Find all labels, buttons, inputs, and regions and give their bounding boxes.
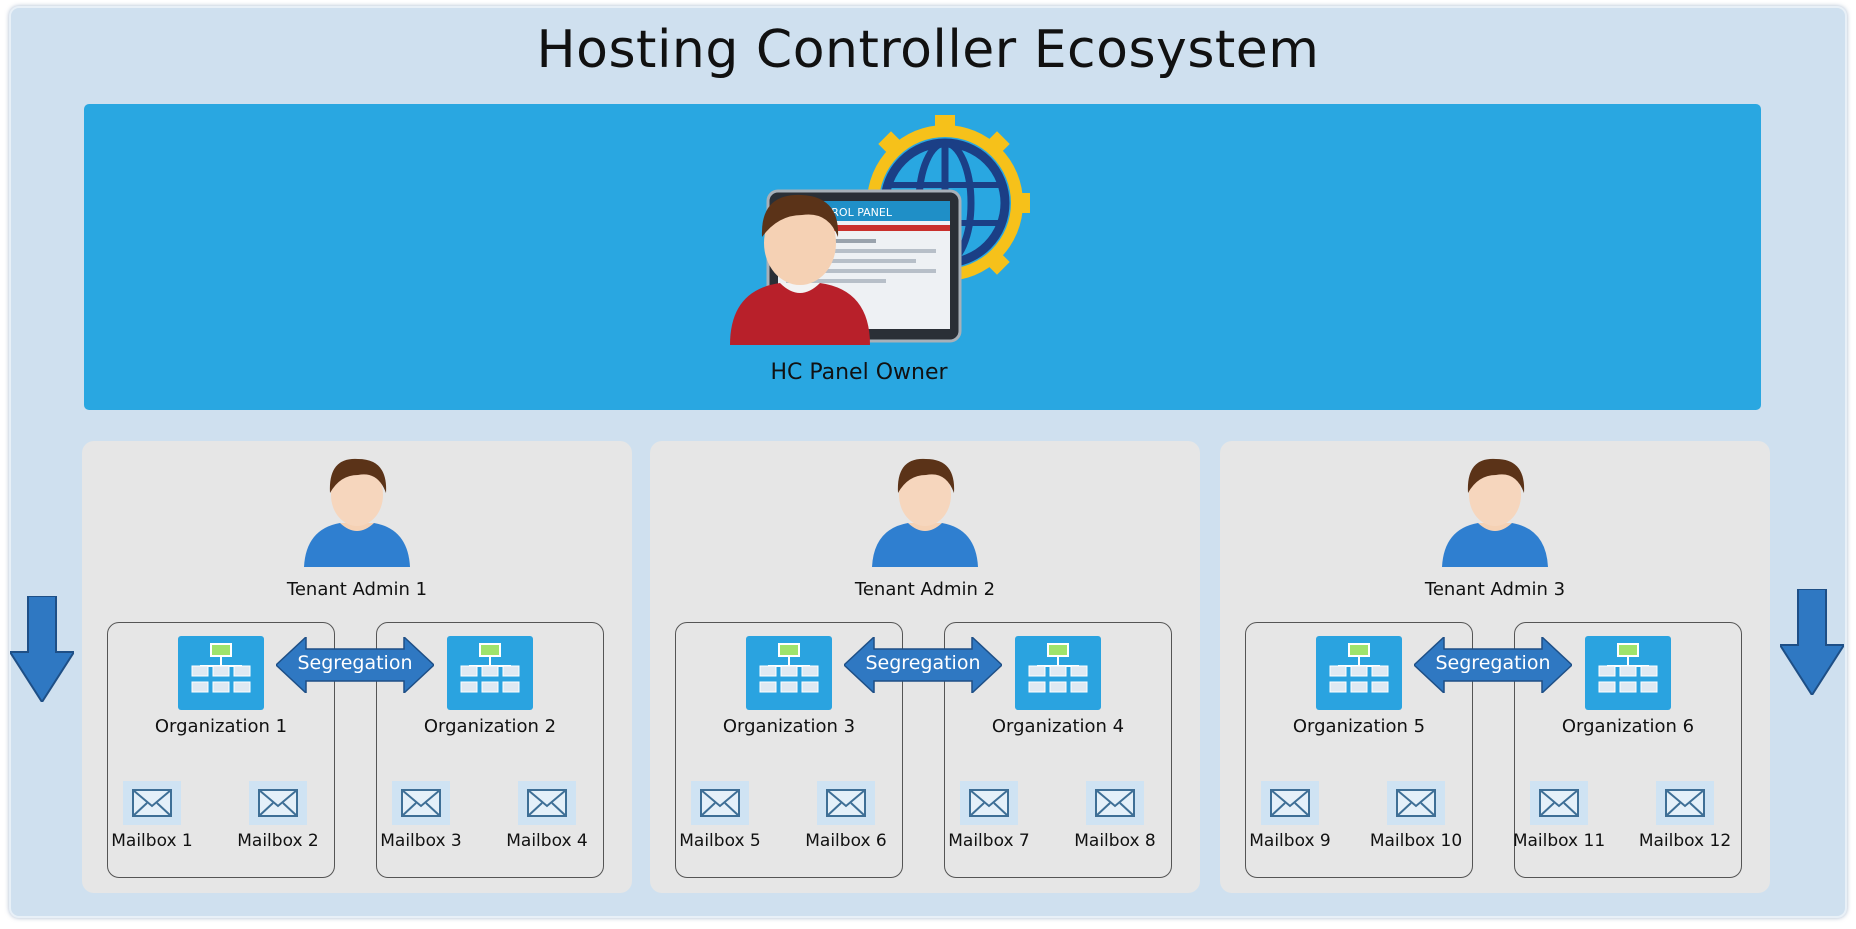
envelope-icon <box>1387 781 1445 825</box>
org-chart-icon <box>1015 636 1101 710</box>
person-icon <box>868 449 982 567</box>
envelope-icon <box>518 781 576 825</box>
tenant-admin-label: Tenant Admin 1 <box>286 579 428 600</box>
mailbox-label: Mailbox 11 <box>1512 831 1606 851</box>
org-chart-icon <box>447 636 533 710</box>
organization-box <box>376 622 604 878</box>
org-chart-icon <box>1585 636 1671 710</box>
segregation-label: Segregation <box>297 652 413 674</box>
organization-label: Organization 4 <box>991 716 1125 737</box>
tenant-admin-label: Tenant Admin 3 <box>1424 579 1566 600</box>
owner-person-icon <box>730 194 870 345</box>
person-icon <box>1438 449 1552 567</box>
org-chart-icon <box>178 636 264 710</box>
mailbox-label: Mailbox 12 <box>1638 831 1732 851</box>
org-chart-icon <box>1316 636 1402 710</box>
control-panel-icon: CONTROL PANEL <box>730 115 1030 345</box>
envelope-icon <box>1530 781 1588 825</box>
mailbox-label: Mailbox 1 <box>111 831 193 851</box>
diagram-title: Hosting Controller Ecosystem <box>536 20 1320 80</box>
mailbox-label: Mailbox 2 <box>237 831 319 851</box>
envelope-icon <box>1656 781 1714 825</box>
envelope-icon <box>691 781 749 825</box>
organization-label: Organization 6 <box>1561 716 1695 737</box>
person-icon <box>300 449 414 567</box>
down-arrow-icon <box>1780 589 1844 695</box>
organization-box <box>675 622 903 878</box>
mailbox-label: Mailbox 7 <box>948 831 1030 851</box>
org-chart-icon <box>746 636 832 710</box>
organization-box <box>107 622 335 878</box>
organization-label: Organization 2 <box>423 716 557 737</box>
organization-label: Organization 5 <box>1292 716 1426 737</box>
tenant-panel: Tenant Admin 2 Organization 3 Mailbox 5 … <box>650 441 1200 893</box>
envelope-icon <box>1086 781 1144 825</box>
owner-label: HC Panel Owner <box>770 360 948 385</box>
organization-label: Organization 3 <box>722 716 856 737</box>
envelope-icon <box>392 781 450 825</box>
envelope-icon <box>123 781 181 825</box>
envelope-icon <box>1261 781 1319 825</box>
tenant-panel: Tenant Admin 3 Organization 5 Mailbox 9 … <box>1220 441 1770 893</box>
envelope-icon <box>249 781 307 825</box>
mailbox-label: Mailbox 3 <box>380 831 462 851</box>
mailbox-label: Mailbox 4 <box>506 831 588 851</box>
down-arrow-icon <box>10 596 74 702</box>
mailbox-label: Mailbox 9 <box>1249 831 1331 851</box>
organization-box <box>1514 622 1742 878</box>
tenant-admin-label: Tenant Admin 2 <box>854 579 996 600</box>
segregation-label: Segregation <box>1435 652 1551 674</box>
envelope-icon <box>817 781 875 825</box>
envelope-icon <box>960 781 1018 825</box>
segregation-label: Segregation <box>865 652 981 674</box>
mailbox-label: Mailbox 8 <box>1074 831 1156 851</box>
organization-box <box>1245 622 1473 878</box>
organization-box <box>944 622 1172 878</box>
organization-label: Organization 1 <box>154 716 288 737</box>
mailbox-label: Mailbox 10 <box>1369 831 1463 851</box>
mailbox-label: Mailbox 5 <box>679 831 761 851</box>
mailbox-label: Mailbox 6 <box>805 831 887 851</box>
tenant-panel: Tenant Admin 1 Organization 1 Mailbox 1 … <box>82 441 632 893</box>
